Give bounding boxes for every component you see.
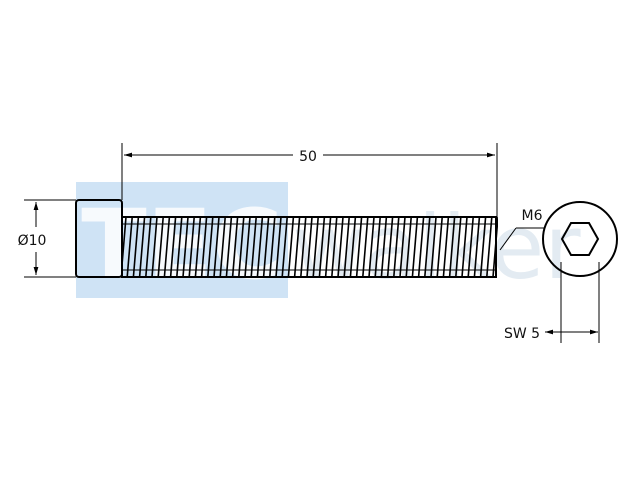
- thread-hatch-line: [492, 216, 498, 278]
- thread-hatch-line: [244, 216, 251, 278]
- thread-hatch-line: [269, 216, 276, 278]
- thread-hatch-line: [380, 216, 388, 278]
- thread-hatch-line: [176, 216, 183, 278]
- thread-hatch-line: [442, 216, 450, 278]
- thread-hatch-line: [411, 216, 419, 278]
- thread-callout: M6: [499, 208, 545, 251]
- watermark: TEC walker: [76, 182, 581, 301]
- thread-hatch-line: [207, 216, 214, 278]
- thread-hatch-line: [343, 216, 350, 278]
- thread-hatch-line: [324, 216, 332, 278]
- thread-hatch-line: [355, 216, 363, 278]
- thread-hatch-line: [231, 216, 239, 278]
- thread-hatch-line: [430, 216, 437, 278]
- head-end-circle: [542, 201, 618, 277]
- hex-socket: [560, 222, 600, 256]
- thread-hatch-line: [486, 216, 493, 278]
- thread-hatch-line: [225, 216, 233, 278]
- thread-hatch-line: [374, 216, 381, 278]
- thread-hatch-line: [461, 216, 468, 278]
- thread-hatch-line: [405, 216, 412, 278]
- thread-hatch-line: [122, 216, 127, 275]
- wrench-size-dimension: SW 5: [504, 262, 600, 343]
- thread-hatch-line: [337, 216, 344, 278]
- thread-hatch-line: [256, 216, 264, 278]
- thread-hatch-line: [424, 216, 431, 278]
- thread-hatch-line: [145, 216, 152, 278]
- watermark-brand-block: TEC: [81, 189, 283, 301]
- wrench-size-label: SW 5: [504, 326, 540, 342]
- head-diameter-dimension: Ø10: [18, 199, 76, 278]
- thread-hatch-line: [312, 216, 319, 278]
- thread-hatch-line: [331, 216, 338, 278]
- thread-hatch-line: [194, 216, 202, 278]
- thread-hatch-line: [448, 216, 456, 278]
- length-dimension: 50: [121, 143, 498, 217]
- thread-hatch-line: [151, 216, 158, 278]
- thread-hatch-line: [393, 216, 400, 278]
- thread-hatch-line: [417, 216, 425, 278]
- thread-hatch-line: [219, 216, 226, 278]
- thread-hatch-line: [436, 216, 443, 278]
- thread-hatch-line: [182, 216, 189, 278]
- thread-hatch-line: [467, 216, 474, 278]
- thread-hatch-line: [188, 216, 195, 278]
- thread-hatch-line: [200, 216, 208, 278]
- head-diameter-label: Ø10: [18, 233, 47, 249]
- thread-label: M6: [522, 208, 543, 224]
- length-label: 50: [299, 149, 317, 165]
- thread-hatch-line: [362, 216, 369, 278]
- thread-hatch-line: [300, 216, 307, 278]
- end-view: [542, 201, 618, 277]
- thread-hatch-line: [281, 216, 288, 278]
- thread-hatch-line: [349, 216, 357, 278]
- thread-hatch-line: [293, 216, 301, 278]
- thread-hatch-line: [262, 216, 270, 278]
- thread-hatch-line: [163, 216, 171, 278]
- thread-hatch-line: [132, 216, 140, 278]
- thread-hatch-line: [126, 216, 133, 278]
- thread-hatch-line: [306, 216, 313, 278]
- thread-hatch-line: [368, 216, 375, 278]
- thread-hatch-line: [213, 216, 220, 278]
- thread-hatch-line: [318, 216, 326, 278]
- watermark-block: [76, 182, 288, 298]
- thread-hatch-line: [157, 216, 164, 278]
- thread-hatch-line: [473, 216, 481, 278]
- thread-shank: [121, 216, 498, 278]
- thread-hatch-line: [238, 216, 245, 278]
- thread-hatch-line: [250, 216, 257, 278]
- thread-hatch-line: [169, 216, 177, 278]
- thread-hatch-line: [287, 216, 295, 278]
- thread-hatch-line: [455, 216, 462, 278]
- thread-hatch-line: [399, 216, 406, 278]
- thread-hatch-line: [386, 216, 394, 278]
- thread-hatch-line: [275, 216, 282, 278]
- thread-hatch-line: [479, 216, 487, 278]
- thread-hatch-line: [138, 216, 146, 278]
